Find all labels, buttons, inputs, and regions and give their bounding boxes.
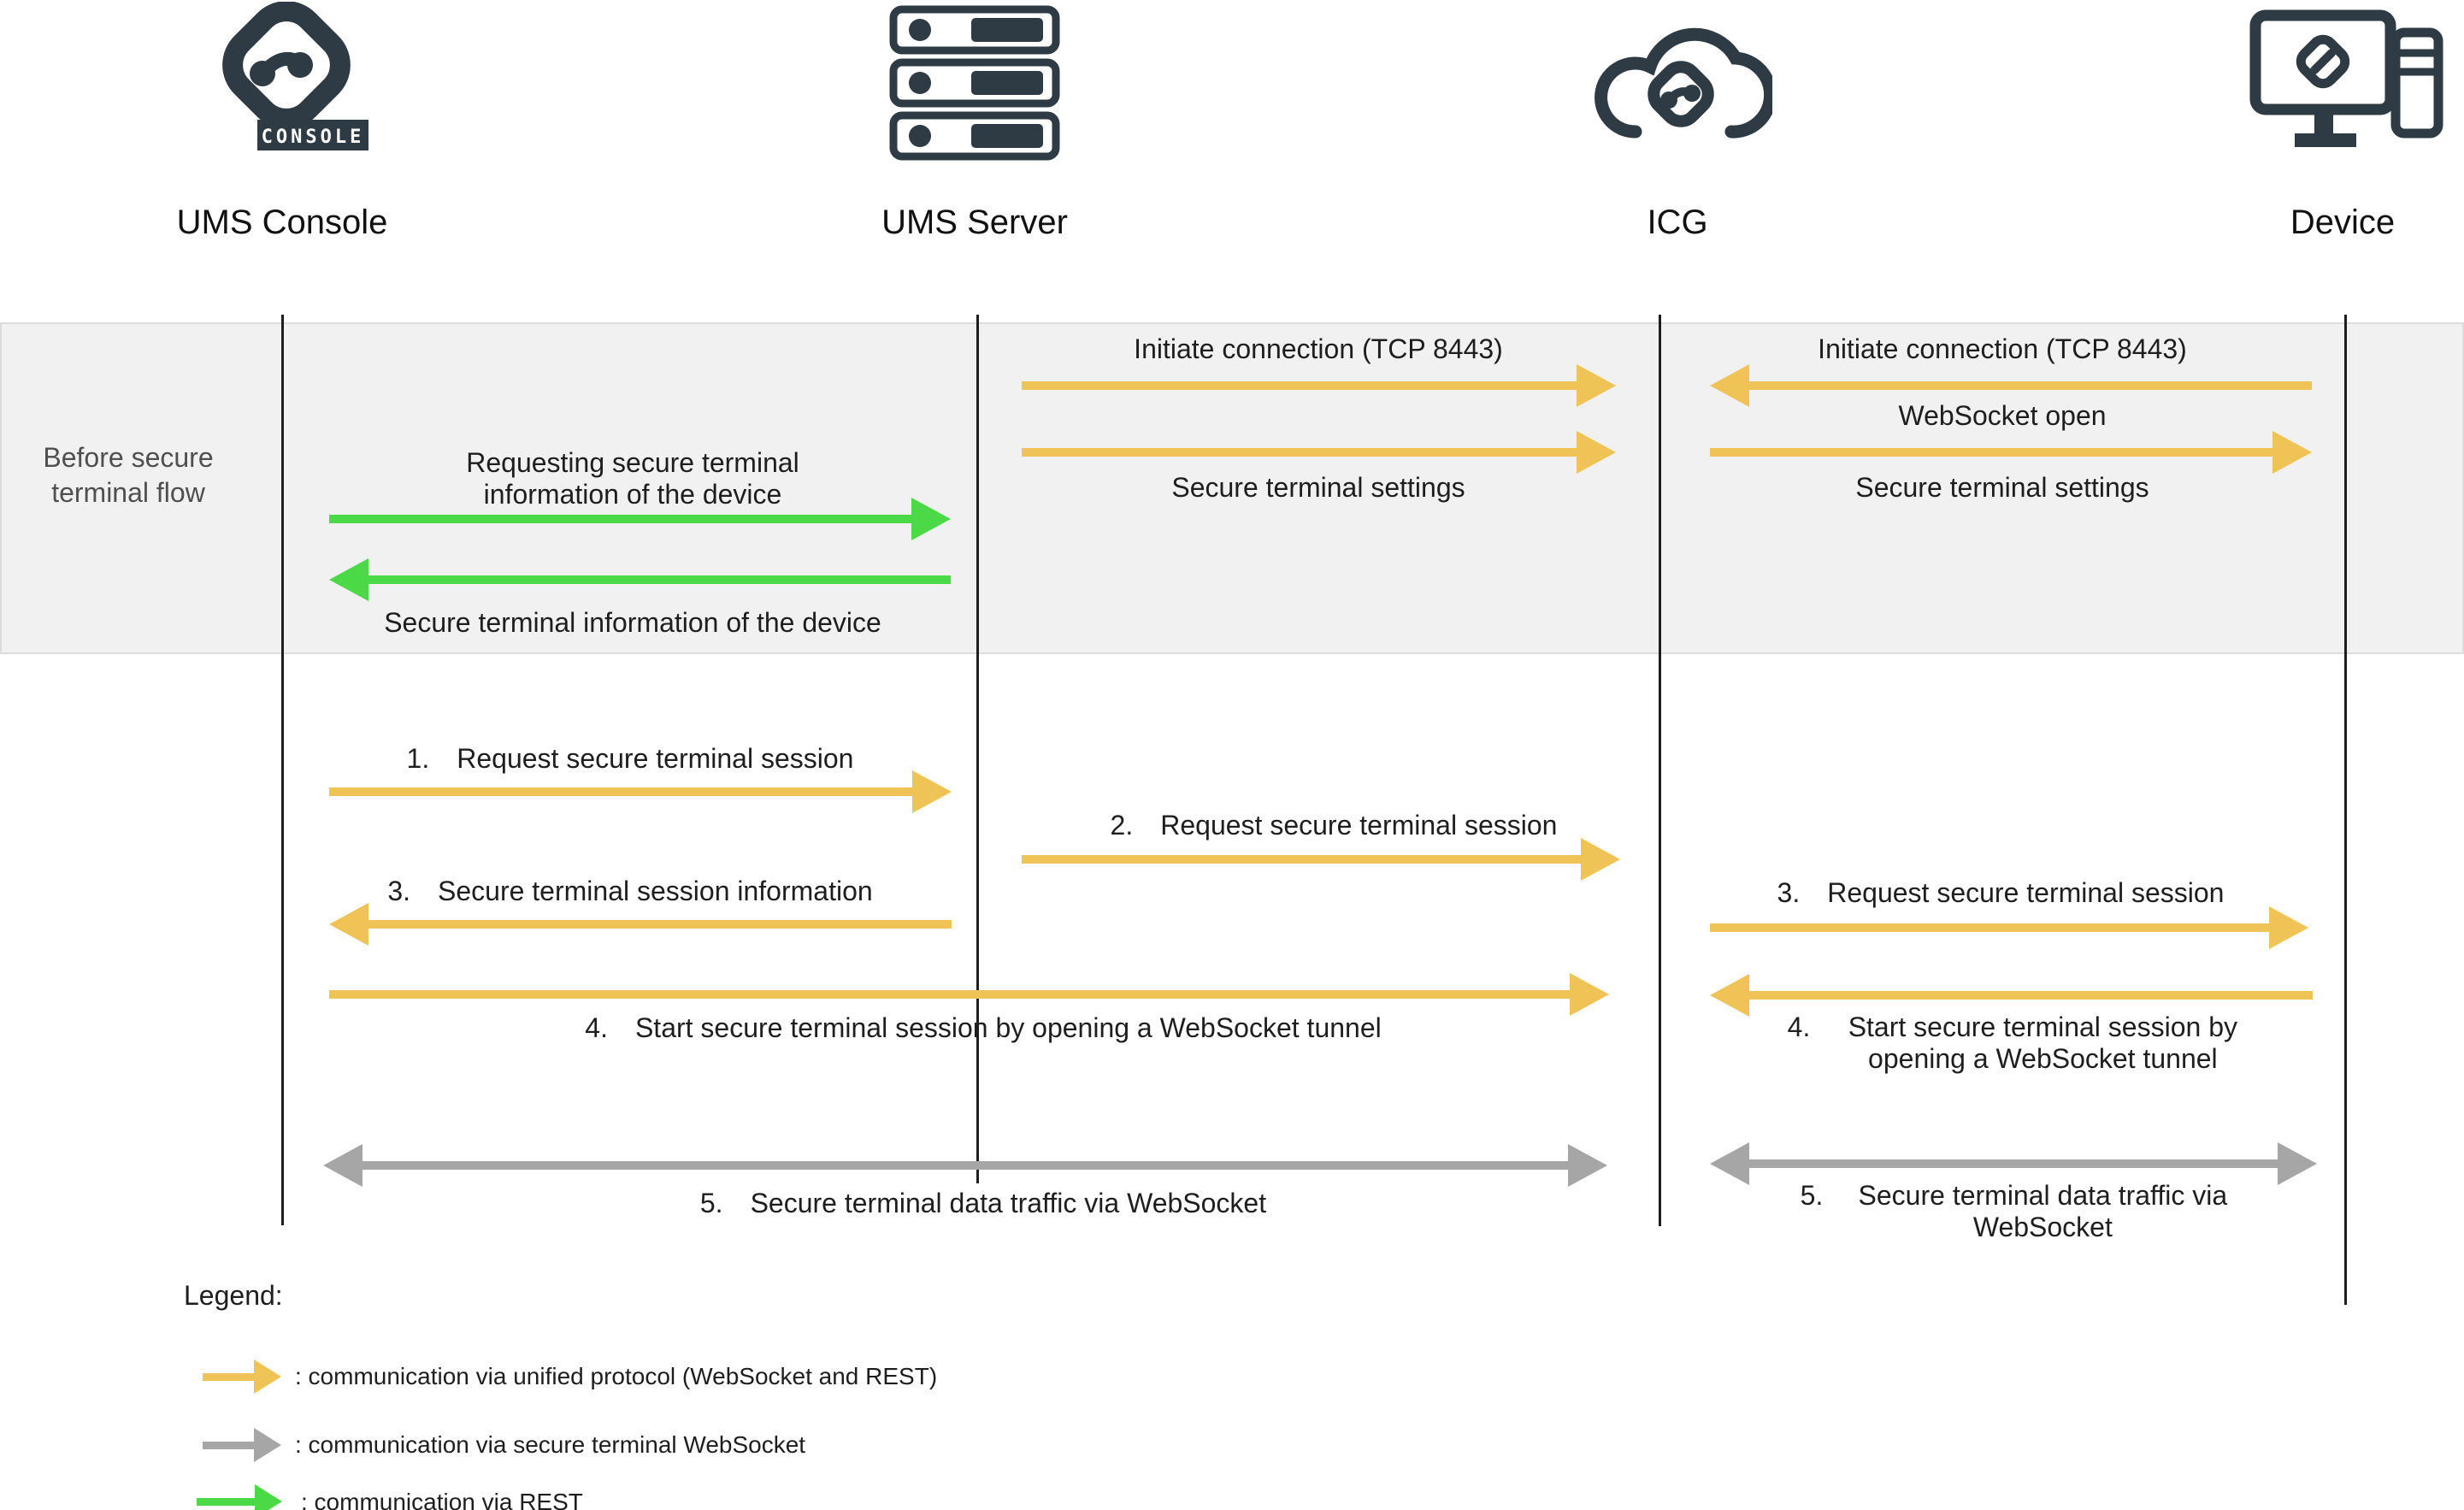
ums-server-icon	[889, 5, 1060, 161]
step1-label: 1. Request secure terminal session	[407, 743, 854, 775]
lifeline-ums-console	[281, 315, 284, 1225]
step5-left-text: Secure terminal data traffic via WebSock…	[750, 1188, 1267, 1218]
step5-right-number: 5.	[1800, 1180, 1824, 1211]
step3-left-label: 3. Secure terminal session information	[387, 876, 872, 907]
gray-arrow-step5-long	[323, 1144, 1607, 1187]
lifeline-icg	[1659, 315, 1661, 1226]
yellow-arrow-step3-right	[1710, 906, 2308, 949]
legend-item-unified-protocol: : communication via unified protocol (We…	[295, 1363, 938, 1389]
msg-secure-terminal-info-response: Secure terminal information of the devic…	[384, 607, 881, 638]
yellow-arrow-step1	[329, 770, 952, 813]
step3-left-number: 3.	[387, 876, 411, 906]
msg-requesting-secure-terminal-info: Requesting secure terminal information o…	[466, 447, 799, 510]
step4-left-label: 4. Start secure terminal session by open…	[585, 1012, 1381, 1044]
lifeline-ums-server	[976, 315, 979, 1183]
msg-secure-terminal-settings-right: Secure terminal settings	[1855, 472, 2149, 503]
device-icon	[2249, 9, 2443, 147]
step4-left-text: Start secure terminal session by opening…	[634, 1012, 1382, 1043]
step3-right-text: Request secure terminal session	[1827, 877, 2225, 908]
step4-right-number: 4.	[1787, 1012, 1811, 1042]
step4-right-label: 4. Start secure terminal session by open…	[1788, 1012, 2249, 1075]
step5-right-label: 5. Secure terminal data traffic via WebS…	[1801, 1180, 2236, 1243]
actor-label-icg: ICG	[1647, 203, 1708, 241]
step5-left-number: 5.	[699, 1188, 723, 1218]
legend-gray-arrow-icon	[203, 1428, 281, 1462]
green-arrow-console-to-server	[329, 498, 951, 540]
console-badge-text: CONSOLE	[262, 127, 365, 148]
step5-left-label: 5. Secure terminal data traffic via WebS…	[700, 1188, 1266, 1219]
yellow-arrow-server-to-icg-initiate	[1022, 364, 1616, 407]
before-flow-band	[0, 322, 2464, 654]
actor-label-device: Device	[2290, 203, 2396, 241]
step4-left-number: 4.	[585, 1012, 608, 1043]
legend-title: Legend:	[184, 1280, 283, 1311]
step2-number: 2.	[1110, 810, 1134, 841]
step3-right-label: 3. Request secure terminal session	[1777, 877, 2225, 909]
step2-label: 2. Request secure terminal session	[1111, 810, 1558, 841]
yellow-arrow-icg-to-device-settings	[1710, 431, 2312, 474]
msg-websocket-open: WebSocket open	[1898, 400, 2107, 431]
step3-left-text: Secure terminal session information	[438, 876, 873, 906]
green-arrow-server-to-console	[329, 558, 951, 601]
step1-number: 1.	[406, 743, 430, 774]
step3-right-number: 3.	[1777, 877, 1801, 908]
step1-text: Request secure terminal session	[457, 743, 854, 774]
yellow-arrow-server-to-icg-settings	[1022, 431, 1616, 474]
legend-item-secure-terminal-websocket: : communication via secure terminal WebS…	[295, 1431, 806, 1458]
gray-arrow-step5-right	[1710, 1142, 2317, 1185]
step5-right-text: Secure terminal data traffic via WebSock…	[1858, 1180, 2228, 1242]
icg-cloud-icon	[1595, 27, 1772, 139]
msg-initiate-connection-server-icg: Initiate connection (TCP 8443)	[1134, 333, 1503, 364]
yellow-arrow-device-to-icg-initiate	[1710, 364, 2312, 407]
yellow-arrow-step4-right	[1710, 974, 2313, 1017]
lifeline-device	[2344, 315, 2347, 1305]
phase-band-label: Before secure terminal flow	[43, 442, 214, 508]
yellow-arrow-step4-long	[329, 973, 1609, 1016]
ums-console-icon: CONSOLE	[222, 2, 368, 150]
step4-right-text: Start secure terminal session by opening…	[1848, 1012, 2237, 1074]
actor-label-ums-server: UMS Server	[881, 203, 1068, 241]
legend-item-rest: : communication via REST	[301, 1489, 583, 1510]
legend-yellow-arrow-icon	[203, 1360, 281, 1394]
msg-secure-terminal-settings-mid: Secure terminal settings	[1171, 472, 1465, 503]
step2-text: Request secure terminal session	[1160, 810, 1558, 841]
yellow-arrow-step2	[1022, 838, 1620, 881]
yellow-arrow-step3-left	[329, 903, 952, 946]
msg-initiate-connection-device-icg: Initiate connection (TCP 8443)	[1818, 333, 2187, 364]
actor-label-ums-console: UMS Console	[176, 203, 388, 241]
legend-green-arrow-icon	[197, 1484, 282, 1510]
